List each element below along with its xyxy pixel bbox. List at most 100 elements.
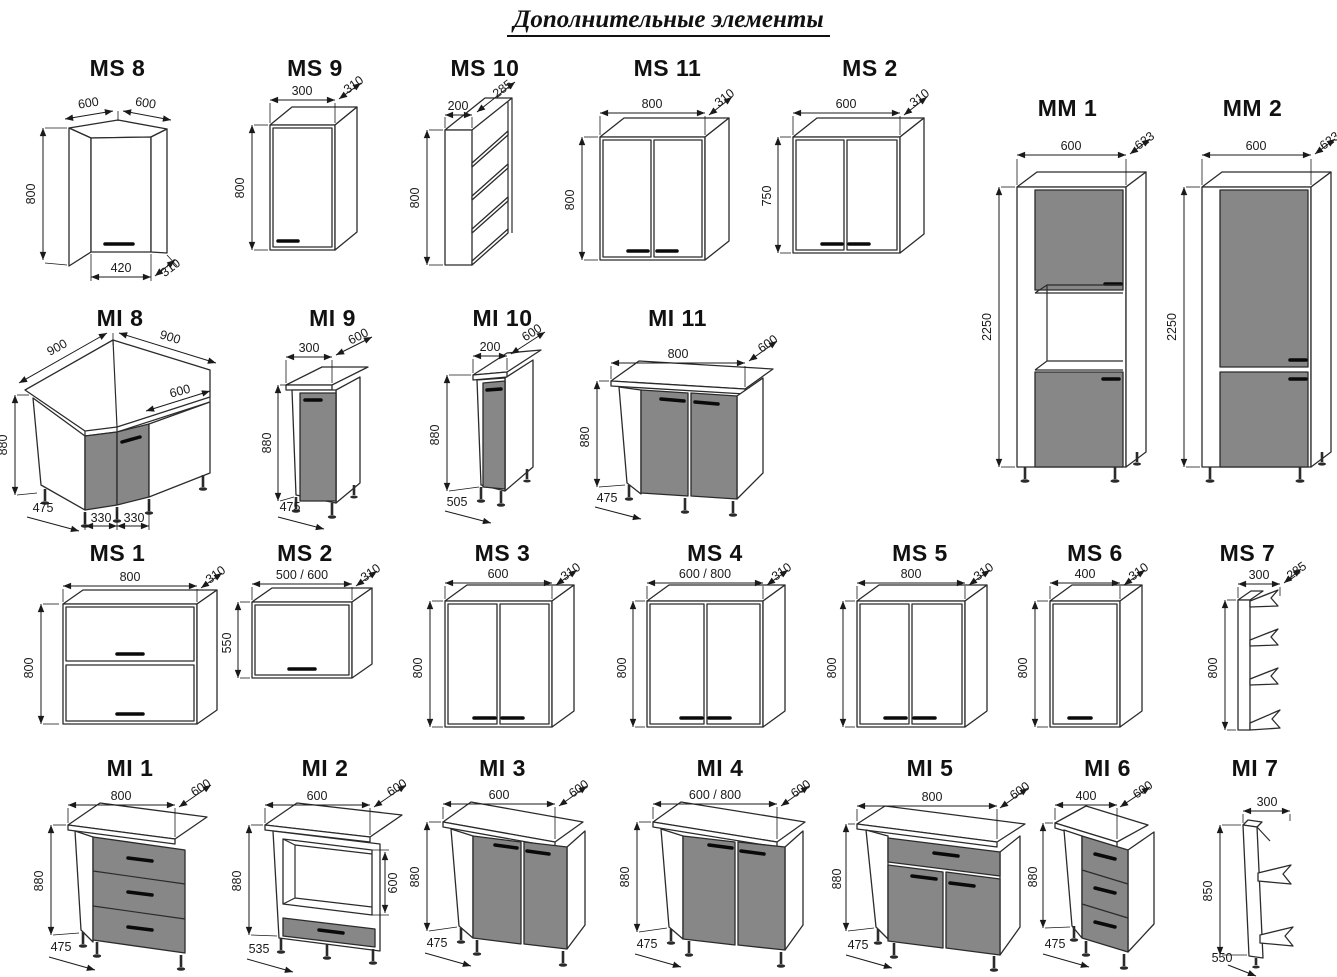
cabinet-label: MI 6 (1084, 755, 1131, 781)
door-handle (659, 397, 686, 403)
legs (1252, 958, 1260, 969)
drawer-handle (126, 856, 154, 863)
door-left (472, 835, 522, 945)
dim-height: 880 (618, 867, 632, 888)
dim-height: 880 (830, 869, 844, 890)
dim-plinth: 475 (848, 938, 869, 952)
door (1052, 603, 1118, 725)
door-top (1219, 189, 1309, 368)
door (482, 380, 506, 490)
dim-width: 600 / 800 (679, 567, 731, 581)
door-right (945, 871, 1001, 956)
drawers (1081, 835, 1129, 953)
dim-width: 600 (489, 788, 510, 802)
door-handle (120, 435, 142, 444)
page-title-text: Дополнительные элементы (507, 6, 830, 37)
cabinet-mi8: MI 8 900 900 600 (0, 305, 235, 535)
cabinet-label: MI 9 (309, 305, 356, 331)
cabinet-mm1: MM 1 600 623 2250 (980, 95, 1157, 515)
legs (276, 938, 378, 965)
dim-height: 880 (578, 427, 592, 448)
dim-top-left: 900 (45, 336, 70, 358)
cabinet-label: MS 4 (687, 540, 743, 566)
flap (254, 604, 350, 676)
dim-depth: 310 (907, 86, 932, 110)
dim-height: 800 (825, 658, 839, 679)
cabinet-mi11: MI 11 800 600 880 475 (578, 305, 780, 535)
cabinet-label: MI 11 (648, 305, 707, 331)
shelf (1259, 926, 1294, 947)
cabinet-drawing-mi5: 800 600 880 475 (830, 779, 1032, 972)
cabinet-body (1016, 171, 1147, 483)
door (299, 392, 337, 502)
legs (476, 469, 531, 507)
door-top (1034, 189, 1124, 291)
cabinet-drawing-mi6: 400 600 880 475 (1026, 778, 1155, 970)
cabinet-drawing-ms1: 800 310 800 (22, 563, 228, 725)
door-left (682, 835, 736, 946)
dim-bottom-width: 420 (111, 261, 132, 275)
cabinet-label: MI 7 (1231, 755, 1279, 781)
door-right (737, 841, 786, 951)
door-handle (739, 849, 766, 856)
cabinet-label: MI 4 (696, 755, 744, 781)
dim-depth: 600 (1007, 779, 1032, 802)
cabinet-drawing-mm2: 600 623 2250 (1165, 129, 1337, 483)
shelf (1249, 628, 1279, 647)
dim-plinth: 475 (51, 940, 72, 954)
cabinet-mi10: MI 10 200 600 880 505 (428, 305, 570, 535)
dim-height: 880 (0, 435, 10, 456)
cabinet-label: MS 11 (633, 55, 702, 81)
cabinet-ms9: MS 9 300 310 800 (233, 55, 390, 290)
dim-height: 800 (24, 184, 38, 205)
cabinet-label: MM 1 (1037, 95, 1098, 121)
cabinet-body (269, 106, 358, 251)
door-bottom (1219, 371, 1309, 468)
cabinet-mi2: MI 2 600 600 880 60 (230, 755, 415, 975)
dim-side-depth: 600 (168, 382, 192, 401)
dim-top-right: 900 (158, 327, 182, 346)
cabinet-ms4: MS 4 600 / 800 310 800 (615, 540, 805, 745)
door-right (116, 423, 150, 506)
shelf (1249, 589, 1279, 608)
dim-width: 500 / 600 (276, 568, 328, 582)
cabinet-drawing-mi11: 800 600 880 475 (578, 332, 780, 521)
cabinet-ms1: MS 1 800 310 800 (22, 540, 228, 745)
cabinet-label: MS 1 (89, 540, 146, 566)
cabinet-body (1242, 819, 1294, 969)
dim-width: 800 (668, 347, 689, 361)
door-handle (707, 843, 734, 850)
door-right (690, 392, 738, 500)
cabinet-body (67, 802, 208, 971)
dim-depth: 600 (755, 332, 780, 355)
legs (1069, 926, 1129, 970)
dim-width: 800 (922, 790, 943, 804)
oven-niche (1034, 284, 1123, 371)
cabinet-body (264, 802, 403, 965)
cabinet-drawing-ms7: 300 285 800 (1206, 559, 1309, 731)
dim-plinth: 475 (427, 936, 448, 950)
cabinet-drawing-mm1: 600 623 2250 (980, 129, 1157, 483)
dim-plinth: 505 (447, 495, 468, 509)
dim-width: 800 (642, 97, 663, 111)
dim-height: 800 (22, 658, 36, 679)
cabinet-body (1201, 171, 1332, 483)
drawer-handle (317, 928, 345, 935)
dim-height: 800 (615, 658, 629, 679)
dim-plinth: 550 (1212, 951, 1233, 965)
dim-width: 300 (292, 84, 313, 98)
cabinet-drawing-mi4: 600 / 800 600 880 475 (618, 777, 813, 968)
legs (873, 929, 999, 972)
cabinet-drawing-ms2-top: 600 310 750 (760, 86, 932, 254)
cabinet-body (856, 584, 988, 728)
cabinet-ms5: MS 5 800 310 800 (825, 540, 1005, 745)
cabinet-body (444, 584, 575, 728)
legs (666, 929, 786, 968)
cabinet-drawing-ms10: 200 285 800 (408, 77, 516, 266)
cabinet-mi7: MI 7 300 850 550 (1190, 755, 1320, 977)
cabinet-label: MI 5 (906, 755, 954, 781)
cabinet-label: MS 9 (287, 55, 343, 81)
dim-height: 800 (411, 658, 425, 679)
cabinet-label: MI 10 (472, 305, 533, 331)
dim-height: 880 (1026, 867, 1040, 888)
